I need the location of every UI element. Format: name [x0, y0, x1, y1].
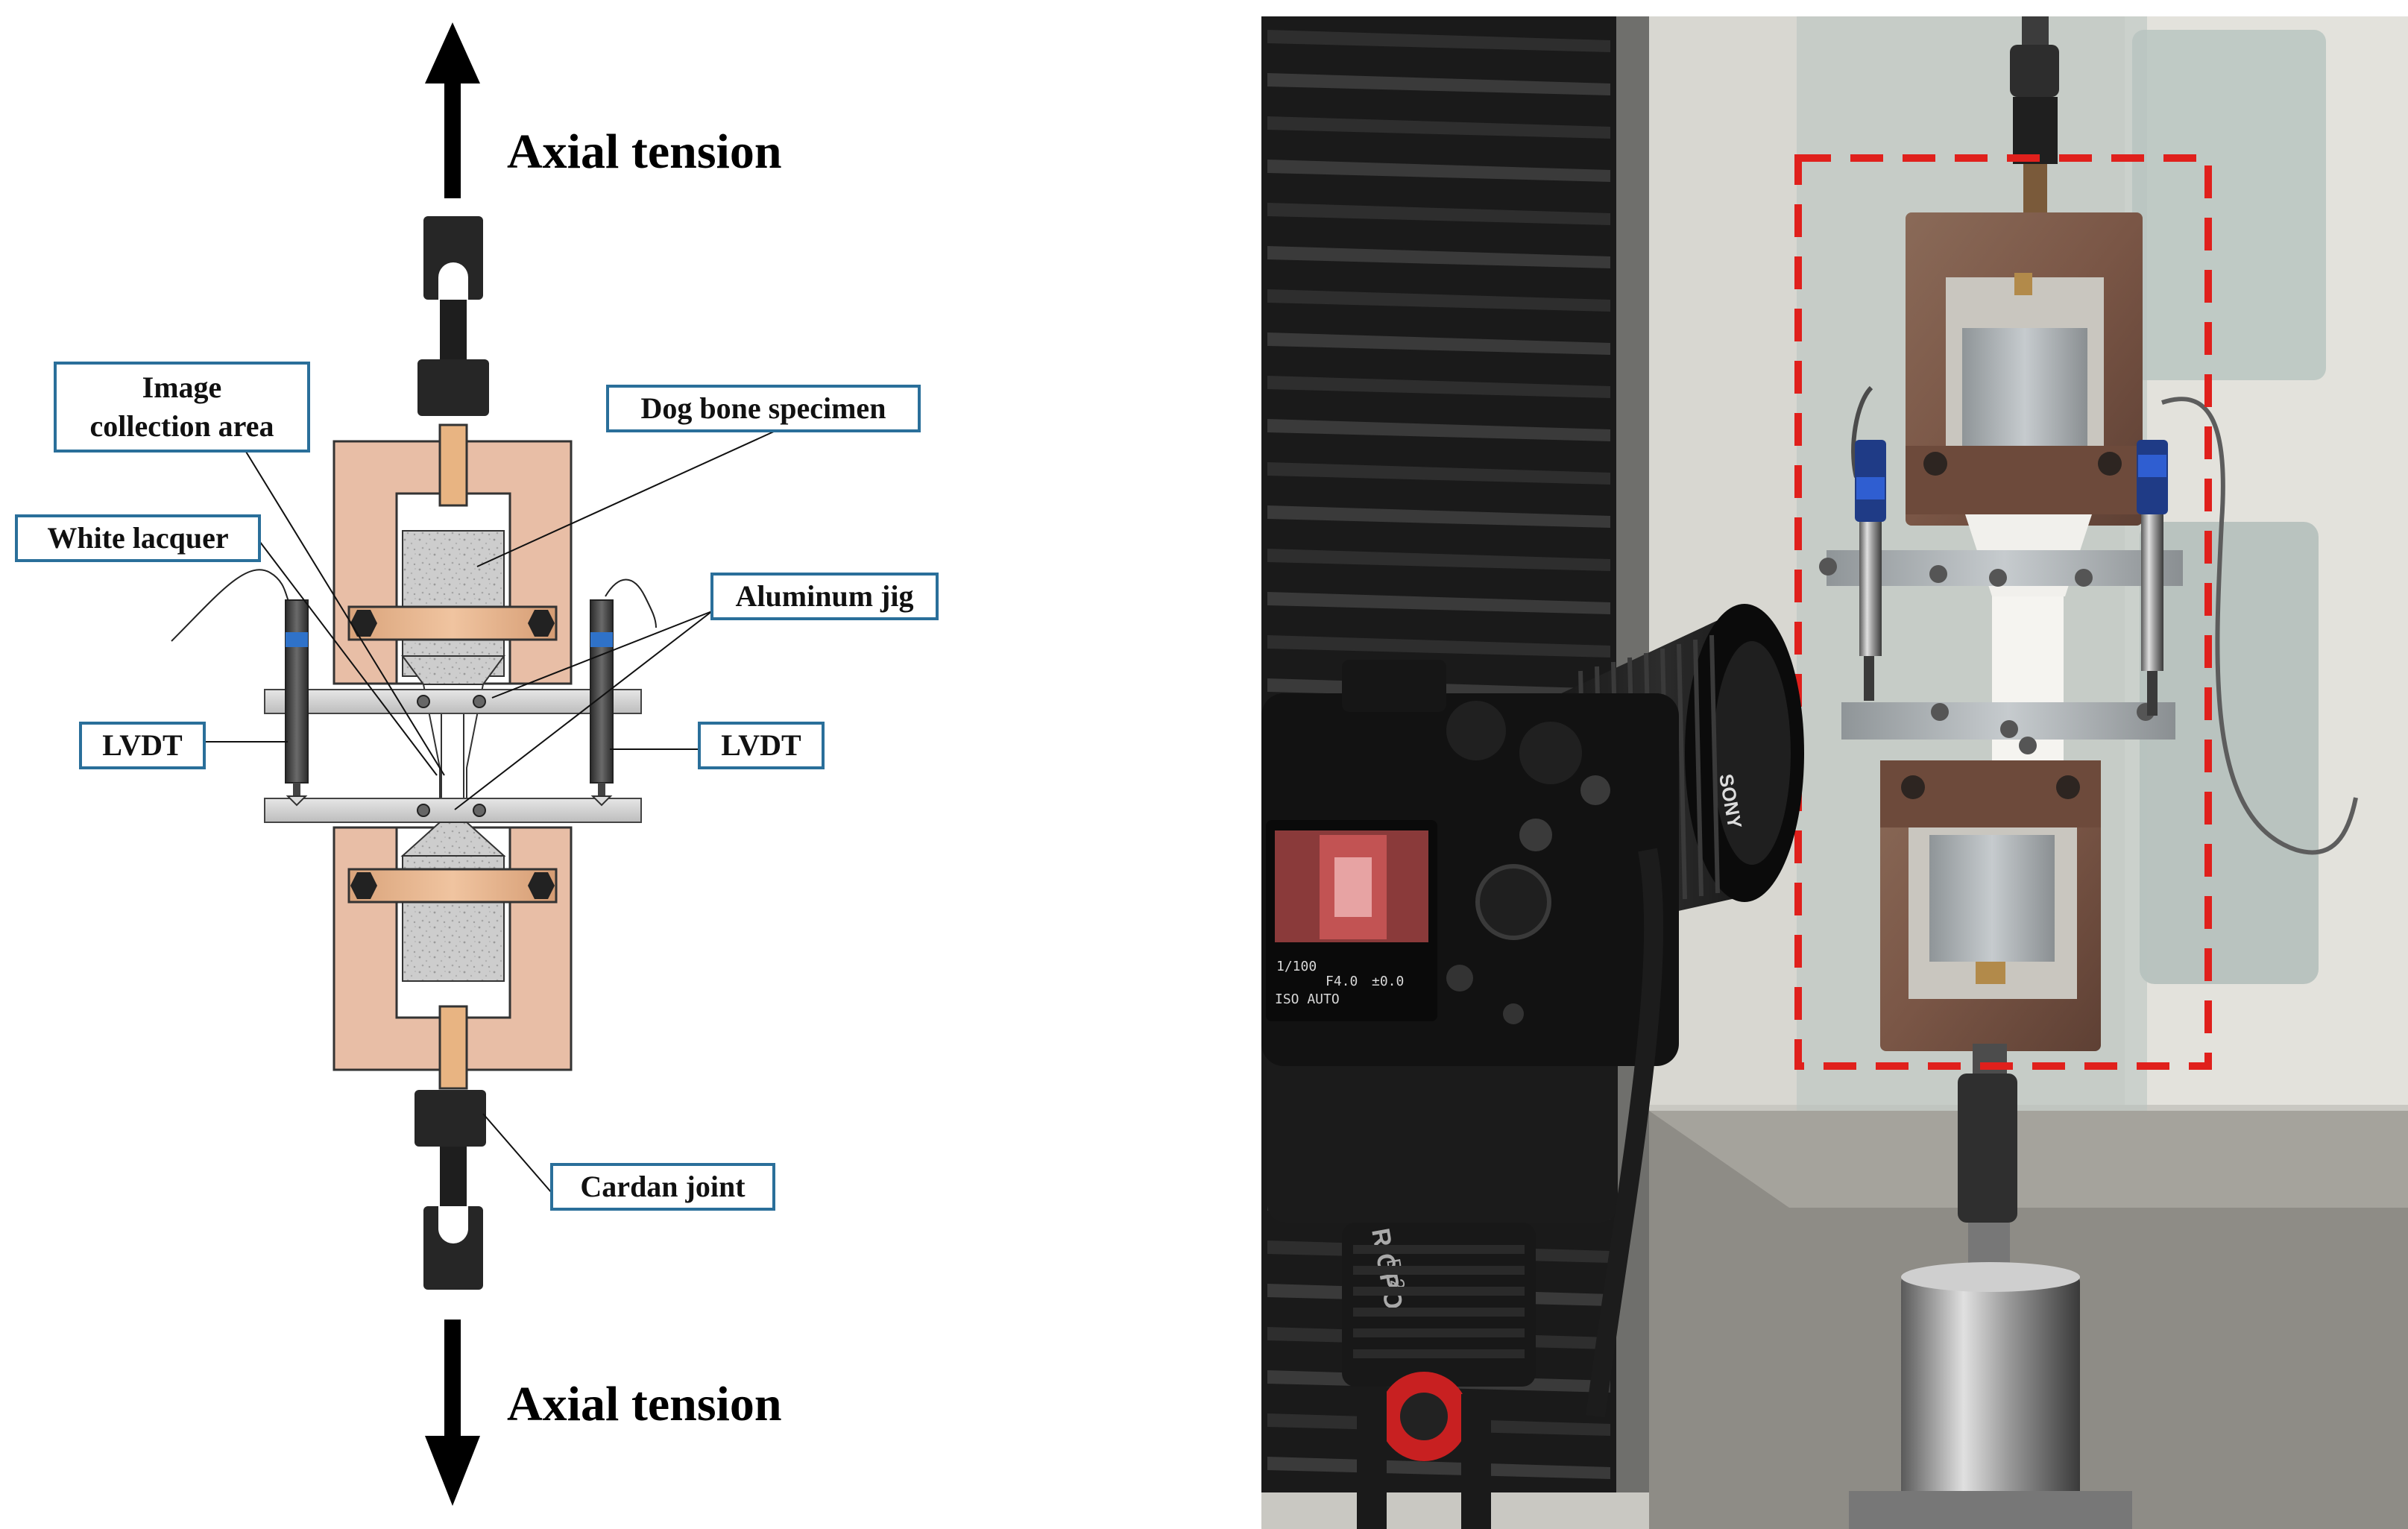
tripod-grip-ring	[1353, 1308, 1525, 1317]
louver-slat	[1267, 289, 1610, 312]
label-dog-bone-specimen: Dog bone specimen	[606, 385, 921, 432]
top-cardan-joint	[417, 216, 489, 416]
louver-slat	[1267, 505, 1610, 528]
label-image-collection-area: Image collection area	[54, 362, 310, 453]
louver-slat	[1267, 116, 1610, 139]
svg-text:LVDT: LVDT	[721, 728, 801, 762]
label-cardan-joint: Cardan joint	[550, 1163, 775, 1211]
svg-text:Aluminum jig: Aluminum jig	[736, 579, 914, 613]
lens-rib	[1693, 639, 1703, 897]
tripod-grip-ring	[1353, 1245, 1525, 1254]
louver-slat	[1267, 246, 1610, 268]
label-aluminum-jig: Aluminum jig	[710, 573, 939, 620]
louver-slat	[1267, 419, 1610, 441]
lvdt-left-photo	[1851, 385, 1886, 701]
louver-slat	[1267, 73, 1610, 95]
tripod-grip-ring	[1353, 1328, 1525, 1337]
svg-text:White lacquer: White lacquer	[47, 521, 228, 555]
svg-text:Image: Image	[142, 371, 222, 404]
tripod-grip-ring	[1353, 1287, 1525, 1296]
bottom-cardan-joint	[415, 1090, 486, 1290]
screen-aperture: F4.0	[1326, 974, 1358, 989]
screen-exposure: ±0.0	[1372, 974, 1404, 989]
svg-text:LVDT: LVDT	[102, 728, 183, 762]
louver-slat	[1267, 376, 1610, 398]
louver-slat	[1267, 462, 1610, 485]
top-grip-housing	[332, 423, 573, 685]
louver-slat	[1267, 635, 1610, 658]
louver-slat	[1267, 160, 1610, 182]
label-lvdt-left: LVDT	[79, 722, 206, 769]
highlight-box	[1794, 154, 2212, 1070]
svg-text:Dog bone specimen: Dog bone specimen	[641, 391, 886, 425]
louver-slat	[1267, 332, 1610, 355]
upper-pull-rod	[2010, 16, 2059, 216]
label-white-lacquer: White lacquer	[15, 514, 261, 562]
top-tension-arrow	[425, 22, 480, 198]
screen-iso: ISO AUTO	[1275, 992, 1340, 1007]
lvdt-left-sensor	[171, 569, 309, 807]
tripod-grip-ring	[1353, 1349, 1525, 1358]
schematic-panel: Axial tension	[15, 22, 939, 1506]
camera: SONY 1/100 F4.0	[1261, 604, 1804, 1418]
screen-shutter: 1/100	[1276, 959, 1317, 974]
louver-slat	[1267, 592, 1610, 614]
photo-panel: RIOPO D-2 SONY	[1261, 16, 2408, 1529]
louver-slat	[1267, 1457, 1610, 1479]
bottom-grip-housing	[332, 822, 573, 1090]
upper-aluminum-jig	[264, 689, 642, 714]
upper-grip-photo	[1906, 212, 2143, 526]
louver-slat	[1267, 549, 1610, 571]
lvdt-right-photo	[2137, 397, 2358, 855]
svg-text:collection area: collection area	[90, 409, 274, 443]
lower-jig-photo	[1841, 702, 2175, 754]
louver-slat	[1267, 203, 1610, 225]
label-lvdt-right: LVDT	[698, 722, 825, 769]
tripod: RIOPO D-2	[1267, 1029, 1618, 1529]
lens-rib	[1709, 634, 1720, 894]
lens-rib	[1677, 643, 1687, 900]
bottom-tension-arrow	[425, 1320, 480, 1506]
lower-grip-photo	[1880, 760, 2101, 1051]
leader-lines	[203, 430, 776, 1194]
upper-jig-photo	[1819, 550, 2183, 587]
tripod-grip-ring	[1353, 1266, 1525, 1275]
bottom-axial-tension-label: Axial tension	[507, 1377, 782, 1431]
svg-text:Cardan joint: Cardan joint	[580, 1170, 746, 1203]
lower-aluminum-jig	[264, 798, 642, 823]
camera-screen: 1/100 F4.0 ±0.0 ISO AUTO	[1266, 820, 1437, 1021]
top-axial-tension-label: Axial tension	[507, 124, 782, 179]
louver-slat	[1267, 30, 1610, 52]
lower-pull-rod	[1849, 1044, 2132, 1529]
